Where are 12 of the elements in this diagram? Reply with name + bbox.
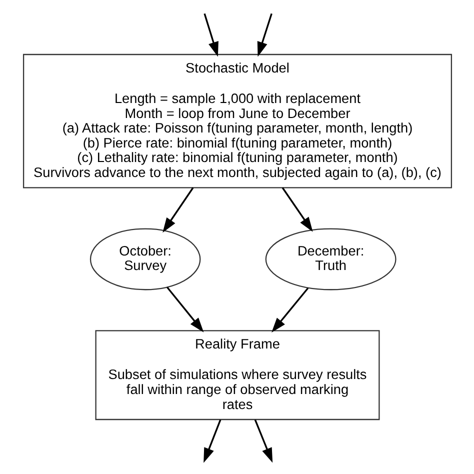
arrow	[281, 187, 312, 232]
arrow	[271, 288, 308, 333]
node-box: Reality Frame Subset of simulations where survey results fall within range of observed marking rates	[94, 330, 380, 420]
arrow	[203, 13, 218, 57]
node-box: Stochastic Model Length = sample 1,000 with replacement Month = loop from June to December (a) Attack rate: Poisson f(tuning parameter, month, length) (b) Pierce rate: binomial f(tuning parameter, month) (c) Lethality rate: binomial f(tuning parameter, month) Survivors advance to the next month, subjected again to (a), (b), (c)	[22, 54, 452, 188]
arrow	[203, 420, 221, 463]
arrow	[256, 13, 272, 57]
node-ellipse: October: Survey	[89, 228, 200, 290]
arrow	[166, 286, 204, 332]
node-ellipse: December: Truth	[264, 228, 396, 290]
arrow	[254, 420, 272, 463]
arrow	[162, 187, 194, 233]
